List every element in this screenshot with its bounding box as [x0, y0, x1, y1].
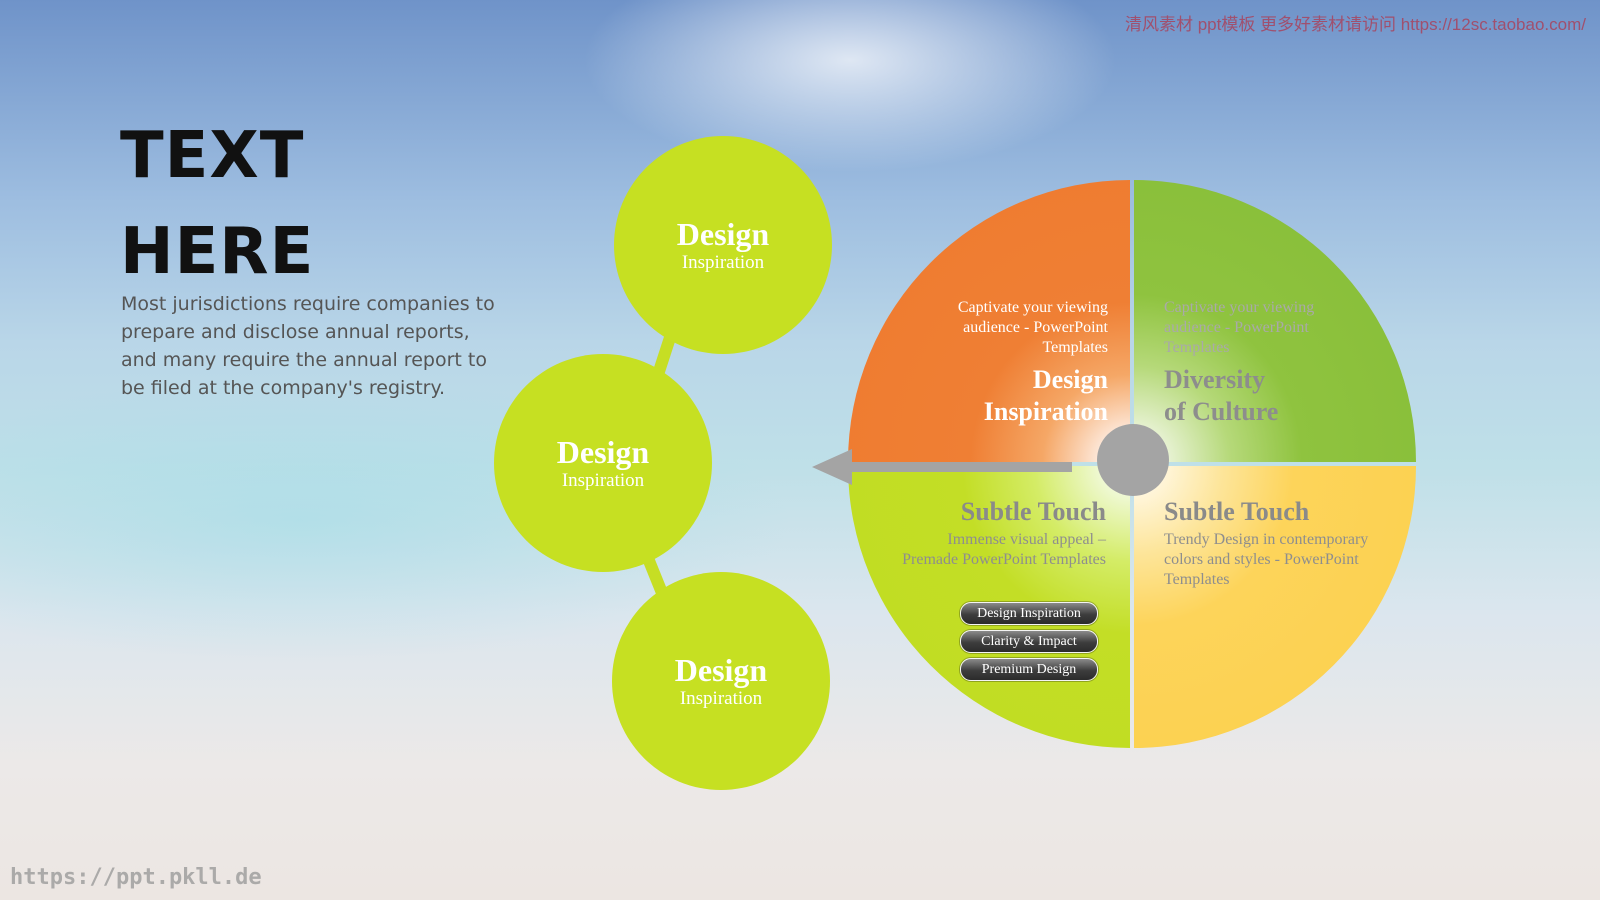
tag-pill-premium-design: Premium Design: [960, 658, 1098, 681]
tag-pill-group: Design Inspiration Clarity & Impact Prem…: [960, 602, 1098, 686]
quadrant-top-left: Captivate your viewing audience - PowerP…: [848, 180, 1130, 462]
bubble-title: Design: [676, 216, 770, 252]
bubble-title: Design: [556, 434, 650, 470]
bubble-title: Design: [674, 652, 768, 688]
pie-center-hub: [1097, 424, 1169, 496]
bubble-subtitle: Inspiration: [561, 470, 645, 491]
headline-line-1: TEXT: [120, 119, 305, 193]
quadrant-title-line-1: Design: [1032, 365, 1108, 394]
quadrant-title-line-2: Inspiration: [983, 397, 1108, 426]
quadrant-bottom-left: Subtle Touch Immense visual appeal – Pre…: [848, 466, 1130, 748]
quadrant-title: Diversity of Culture: [1164, 364, 1384, 428]
quadrant-description: Captivate your viewing audience - PowerP…: [957, 299, 1108, 356]
bubble-subtitle: Inspiration: [679, 688, 763, 709]
quadrant-description: Captivate your viewing audience - PowerP…: [1164, 299, 1315, 356]
quadrant-title: Subtle Touch: [960, 497, 1106, 526]
quadrant-title: Design Inspiration: [908, 364, 1108, 428]
pointer-arrow-icon: [812, 449, 1072, 485]
tag-pill-design-inspiration: Design Inspiration: [960, 602, 1098, 625]
quadrant-title-line-2: of Culture: [1164, 397, 1279, 426]
watermark-bottom: https://ppt.pkll.de: [10, 865, 262, 890]
body-text: Most jurisdictions require companies to …: [121, 293, 495, 399]
watermark-top: 清风素材 ppt模板 更多好素材请访问 https://12sc.taobao.…: [1124, 15, 1586, 34]
bubble-top: Design Inspiration: [614, 136, 832, 354]
headline: TEXT HERE: [120, 108, 314, 300]
tag-pill-clarity-impact: Clarity & Impact: [960, 630, 1098, 653]
bubble-subtitle: Inspiration: [681, 252, 765, 273]
headline-line-2: HERE: [120, 215, 315, 289]
quadrant-description: Trendy Design in contemporary colors and…: [1164, 531, 1369, 588]
quadrant-description: Immense visual appeal – Premade PowerPoi…: [902, 531, 1106, 568]
bubble-middle: Design Inspiration: [494, 354, 712, 572]
quadrant-title: Subtle Touch: [1164, 497, 1310, 526]
quadrant-title-line-1: Diversity: [1164, 365, 1266, 394]
quadrant-bottom-right: Subtle Touch Trendy Design in contempora…: [1134, 466, 1416, 748]
quadrant-pie: Captivate your viewing audience - PowerP…: [848, 180, 1416, 748]
quadrant-top-right: Captivate your viewing audience - PowerP…: [1134, 180, 1416, 462]
bubble-bottom: Design Inspiration: [612, 572, 830, 790]
